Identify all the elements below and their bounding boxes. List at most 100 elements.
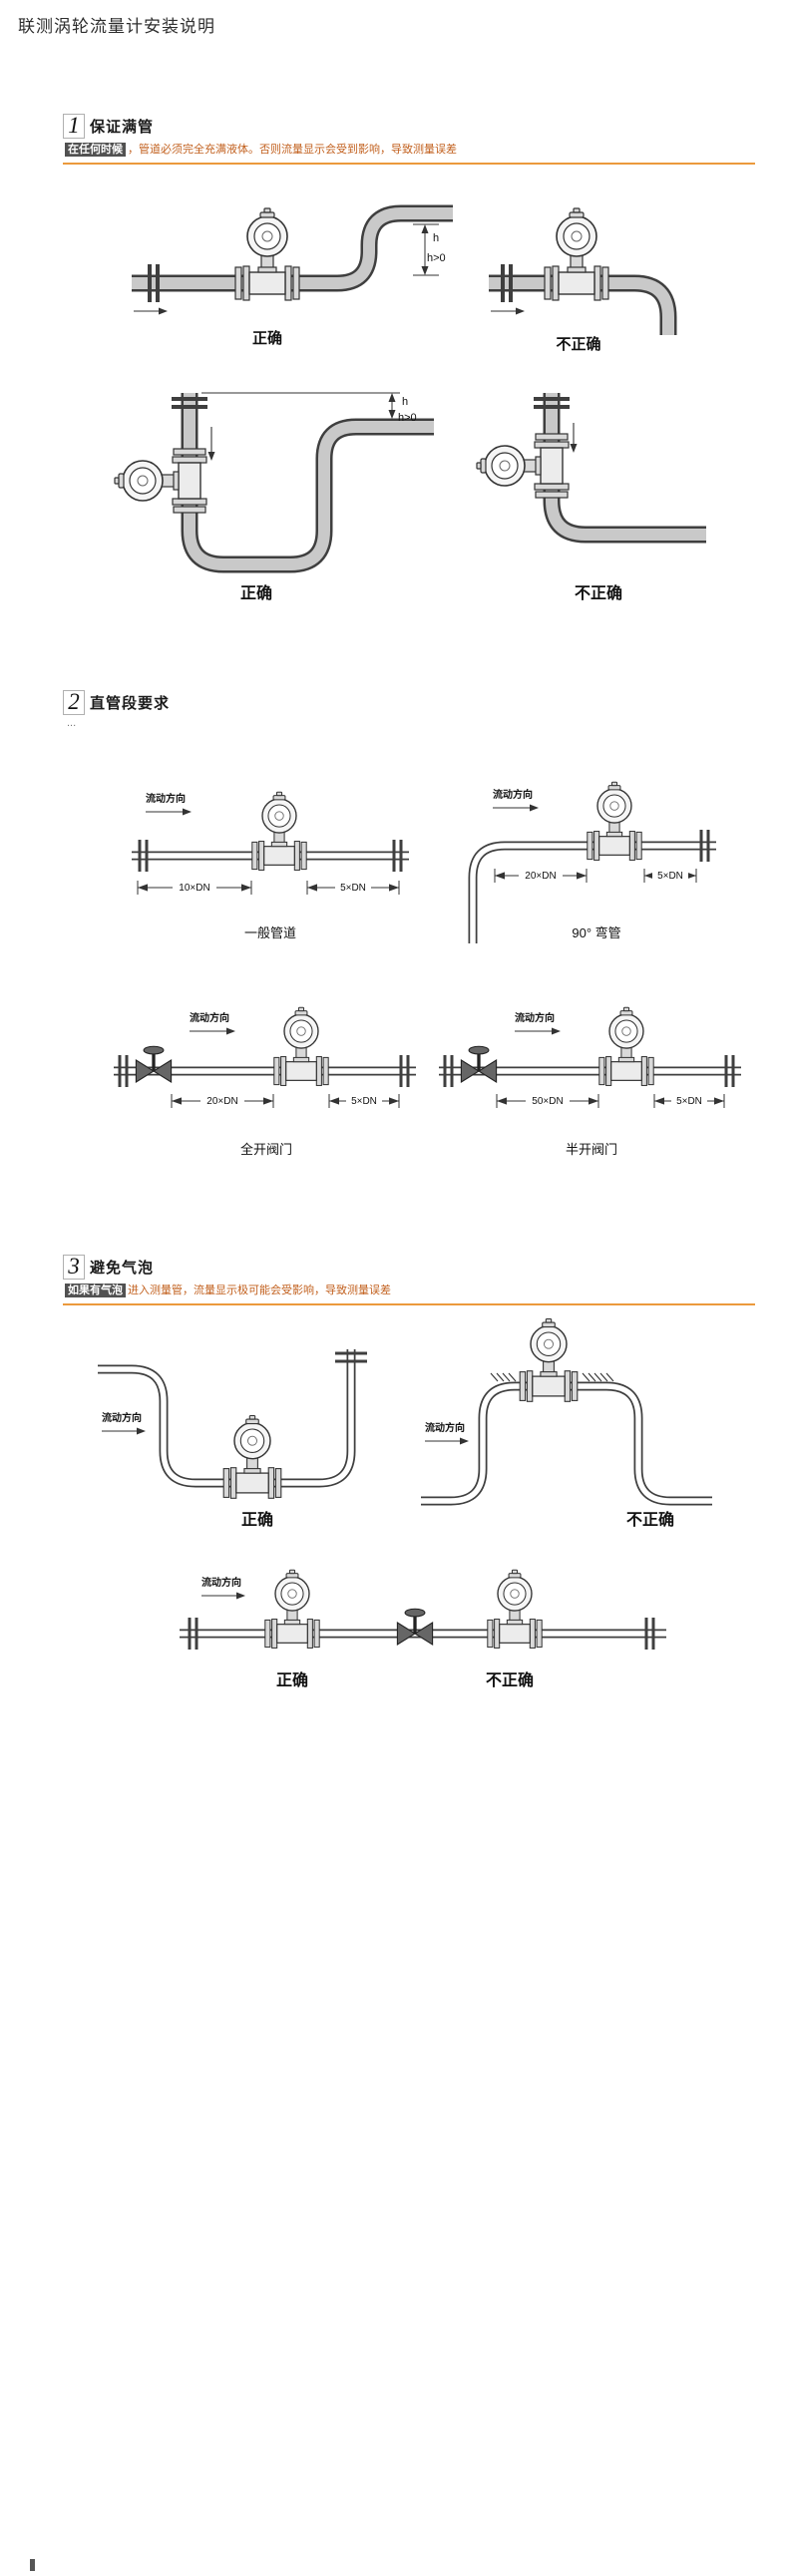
- flowmeter-icon: [587, 781, 642, 862]
- h-dimension: [388, 393, 396, 419]
- flowmeter-icon: [544, 207, 609, 301]
- pipe: [132, 204, 453, 302]
- flow-direction-tag: 流动方向: [146, 792, 192, 816]
- diagram-s3-correct-lowpoint: 流动方向 正确: [98, 1349, 367, 1529]
- page-corner-mark: [30, 2559, 35, 2571]
- diagram-caption: 一般管道: [244, 925, 296, 940]
- section2-number-box: 2: [63, 690, 85, 715]
- h-gt0-label: h>0: [427, 252, 446, 264]
- flow-arrow-icon: [491, 307, 525, 315]
- page-title: 联测涡轮流量计安装说明: [18, 17, 215, 36]
- flow-direction-label: 流动方向: [201, 1576, 241, 1589]
- flow-arrow-icon: [134, 307, 168, 315]
- flow-direction-label: 流动方向: [425, 1421, 465, 1434]
- section1-number: 1: [68, 113, 80, 138]
- section1-rule: [63, 163, 755, 165]
- flowmeter-icon: [273, 1006, 329, 1087]
- dimension-upstream: [137, 880, 252, 895]
- section3-note-rest: 进入测量管，流量显示极可能会受影响，导致测量误差: [128, 1285, 391, 1296]
- dimension-downstream: [643, 868, 697, 883]
- diagram-s1-incorrect-drop: 不正确: [489, 207, 677, 353]
- flowmeter-icon: [114, 448, 207, 514]
- section3-note: 如果有气泡进入测量管，流量显示极可能会受影响，导致测量误差: [65, 1284, 755, 1298]
- section1-note-highlight: 在任何时候: [65, 143, 126, 157]
- dimension-downstream: [653, 1093, 725, 1108]
- valve-icon: [460, 1045, 498, 1083]
- pipe: [172, 393, 434, 573]
- flow-direction-tag: 流动方向: [190, 1011, 235, 1035]
- section2-title: 直管段要求: [90, 695, 171, 712]
- flow-direction-tag: 流动方向: [493, 788, 539, 812]
- flow-arrow-icon: [570, 423, 578, 453]
- section1-note-rest: ，管道必须完全充满液体。否则流量显示会受到影响，导致测量误差: [128, 144, 457, 156]
- incorrect-label: 不正确: [626, 1510, 674, 1529]
- upstream-dim-label: 10×DN: [179, 883, 209, 894]
- dimension-downstream: [306, 880, 400, 895]
- diagram-caption: 半开阀门: [566, 1142, 617, 1157]
- flow-direction-label: 流动方向: [102, 1411, 142, 1424]
- flow-arrow-icon: [207, 427, 215, 461]
- diagram-s1-correct-rise: h h>0 正确: [132, 204, 453, 347]
- flow-direction-tag: 流动方向: [201, 1576, 245, 1600]
- correct-label: 正确: [252, 329, 282, 347]
- section1-title: 保证满管: [90, 119, 155, 136]
- pipe: [489, 264, 677, 335]
- pipe: [98, 1349, 367, 1488]
- flow-direction-tag: 流动方向: [102, 1411, 146, 1435]
- section3-title: 避免气泡: [90, 1260, 155, 1277]
- diagram-s3-valve-position: 流动方向 正确 不正确: [180, 1569, 666, 1689]
- incorrect-label: 不正确: [575, 583, 622, 602]
- section3-number-box: 3: [63, 1255, 85, 1280]
- correct-label: 正确: [241, 1510, 273, 1529]
- pipe: [421, 1381, 712, 1506]
- section1-number-box: 1: [63, 114, 85, 139]
- dimension-upstream: [496, 1093, 599, 1108]
- h-dimension: [413, 223, 439, 276]
- diagram-caption: 全开阀门: [240, 1142, 292, 1157]
- section3-header: 3 避免气泡 如果有气泡进入测量管，流量显示极可能会受影响，导致测量误差: [63, 1255, 755, 1305]
- flow-direction-label: 流动方向: [493, 788, 533, 801]
- diagram-s2-90-bend: 流动方向 20×DN 5×DN 90° 弯管: [468, 781, 716, 943]
- diagram-s2-general-pipe: 流动方向 10×DN 5×DN 一般管道: [132, 791, 409, 940]
- diagram-s2-open-valve: 流动方向 20×DN 5×DN 全开阀门: [114, 1006, 416, 1157]
- flow-direction-label: 流动方向: [146, 792, 186, 805]
- flowmeter-icon: [598, 1006, 654, 1087]
- flowmeter-icon: [222, 1414, 282, 1500]
- diagram-s2-half-valve: 流动方向 50×DN 5×DN 半开阀门: [439, 1006, 741, 1157]
- h-label: h: [433, 232, 439, 244]
- flowmeter-icon: [251, 791, 307, 872]
- air-pocket-hatch: [490, 1372, 614, 1382]
- section2-header: 2 直管段要求 ...: [63, 690, 755, 729]
- dimension-downstream: [328, 1093, 400, 1108]
- incorrect-label: 不正确: [556, 335, 600, 353]
- flow-direction-label: 流动方向: [515, 1011, 555, 1024]
- downstream-dim-label: 5×DN: [340, 883, 366, 894]
- flowmeter-icon: [487, 1569, 543, 1650]
- valve-icon: [135, 1045, 173, 1083]
- pipe: [468, 830, 716, 943]
- section2-note: ...: [67, 717, 77, 729]
- section3-number: 3: [68, 1254, 80, 1279]
- downstream-dim-label: 5×DN: [657, 871, 683, 882]
- diagram-s1-correct-vertical: h h>0 正确: [114, 392, 434, 602]
- upstream-dim-label: 20×DN: [525, 871, 556, 882]
- flowmeter-icon: [476, 433, 570, 499]
- valve-icon: [396, 1608, 434, 1646]
- flowmeter-icon: [519, 1317, 579, 1403]
- upstream-dim-label: 20×DN: [206, 1096, 237, 1107]
- h-label: h: [402, 396, 408, 408]
- flow-direction-tag: 流动方向: [515, 1011, 561, 1035]
- correct-label: 正确: [276, 1670, 308, 1689]
- downstream-dim-label: 5×DN: [351, 1096, 377, 1107]
- section1-note: 在任何时候，管道必须完全充满液体。否则流量显示会受到影响，导致测量误差: [65, 143, 755, 158]
- pipe: [534, 393, 706, 544]
- upstream-dim-label: 50×DN: [532, 1096, 563, 1107]
- flowmeter-icon: [264, 1569, 320, 1650]
- dimension-upstream: [494, 868, 588, 883]
- section2-number: 2: [68, 689, 80, 714]
- downstream-dim-label: 5×DN: [676, 1096, 702, 1107]
- flowmeter-icon: [234, 207, 300, 301]
- section3-rule: [63, 1303, 755, 1305]
- incorrect-label: 不正确: [486, 1670, 534, 1689]
